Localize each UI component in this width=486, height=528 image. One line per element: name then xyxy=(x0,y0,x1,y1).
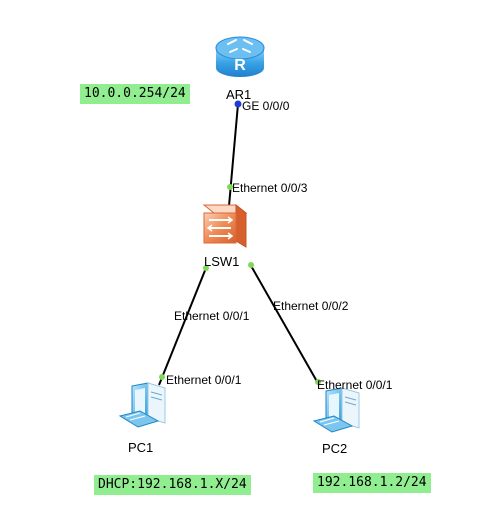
note-router-ip: 10.0.0.254/24 xyxy=(80,84,190,104)
port-label-pc1-e001: Ethernet 0/0/1 xyxy=(166,373,242,387)
link-lsw1-pc1[interactable] xyxy=(158,267,207,386)
port-dot-lsw1-e002 xyxy=(248,262,254,268)
device-label-pc2: PC2 xyxy=(322,441,347,456)
link-lsw1-pc2[interactable] xyxy=(249,263,320,386)
device-label-pc1: PC1 xyxy=(128,440,153,455)
switch-icon[interactable] xyxy=(202,203,248,248)
router-icon[interactable]: R xyxy=(215,36,265,77)
pc-icon[interactable] xyxy=(118,382,166,428)
port-label-pc2-e001: Ethernet 0/0/1 xyxy=(317,378,393,392)
port-dot-lsw1-e001 xyxy=(203,265,209,271)
device-label-ar1: AR1 xyxy=(226,87,251,102)
svg-text:R: R xyxy=(234,57,246,74)
port-dot-lsw1-e003 xyxy=(227,184,233,190)
pc-icon[interactable] xyxy=(312,387,360,433)
port-label-lsw1-e002: Ethernet 0/0/2 xyxy=(273,299,349,313)
note-pc1-ip: DHCP:192.168.1.X/24 xyxy=(94,475,251,495)
port-label-lsw1-e003: Ethernet 0/0/3 xyxy=(232,181,308,195)
port-dot-ar1-ge000 xyxy=(234,100,242,108)
device-label-lsw1: LSW1 xyxy=(204,254,239,269)
port-label-ar1-ge000: GE 0/0/0 xyxy=(242,99,290,113)
port-label-lsw1-e001: Ethernet 0/0/1 xyxy=(174,309,250,323)
port-dot-pc1-e001 xyxy=(159,374,165,380)
port-dot-pc2-e001 xyxy=(315,379,321,385)
note-pc2-ip: 192.168.1.2/24 xyxy=(313,473,431,493)
